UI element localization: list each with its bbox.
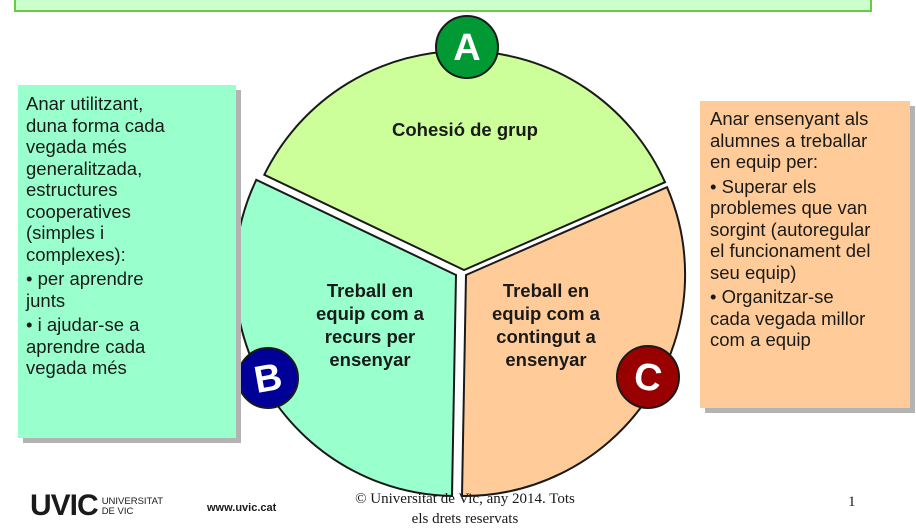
right-box-line: el funcionament del [710, 240, 871, 261]
page-number: 1 [848, 494, 856, 510]
left-box-line: aprendre cada [26, 335, 146, 357]
left-box-line: cooperatives [26, 200, 131, 222]
left-box-line: complexes): [26, 243, 126, 265]
left-box-line: vegada més [26, 357, 127, 378]
segment-b-label: Treball en equip com a recurs per enseny… [316, 280, 424, 370]
right-box-line: seu equip) [710, 261, 797, 283]
right-box-line: en equip per: [710, 151, 819, 172]
right-box-line: alumnes a treballar [710, 129, 868, 151]
left-box-line: junts [26, 289, 66, 311]
top-banner-strip [14, 0, 872, 12]
segment-a-label: Cohesió de grup [392, 119, 538, 140]
badge-c-icon: C [616, 345, 680, 409]
left-box-line: duna forma cada [26, 114, 165, 136]
badge-b-icon: B [237, 347, 299, 409]
left-box-line: Anar utilitzant, [26, 93, 144, 114]
left-box-line: estructures [26, 179, 118, 200]
right-box-line: Anar ensenyant als [710, 108, 869, 129]
copyright-text: © Universitat de Vic, any 2014. Tots els… [355, 491, 575, 527]
logo-main-text: UVIC [30, 489, 99, 522]
left-box-line: • per aprendre [26, 268, 144, 289]
badge-a-icon: A [435, 15, 499, 79]
right-box-line: com a equip [710, 329, 811, 350]
segment-c-label: Treball en equip com a contingut a ensen… [492, 280, 600, 370]
left-box-line: vegada més [26, 136, 127, 157]
right-box-line: sorgint (autoregular [710, 218, 871, 240]
right-box-line: problemes que van [710, 197, 868, 218]
left-box-line: (simples i [26, 222, 105, 243]
right-box-line: • Organitzar-se [710, 286, 834, 307]
left-box-line: • i ajudar-se a [26, 314, 140, 335]
left-box-line: generalitzada, [26, 157, 143, 179]
badge-a-letter: A [453, 27, 480, 69]
right-box-line: cada vegada millor [710, 307, 866, 329]
slide-footer: UVIC UNIVERSITAT DE VIC www.uvic.cat © U… [0, 486, 916, 531]
left-description-box: Anar utilitzant, duna forma cada vegada … [18, 85, 236, 438]
uvic-logo: UVIC UNIVERSITAT DE VIC [30, 491, 163, 521]
website-link[interactable]: www.uvic.cat [207, 502, 277, 514]
right-description-box: Anar ensenyant als alumnes a treballar e… [700, 101, 910, 408]
right-box-line: • Superar els [710, 175, 817, 197]
logo-sub-text: UNIVERSITAT DE VIC [101, 496, 164, 517]
